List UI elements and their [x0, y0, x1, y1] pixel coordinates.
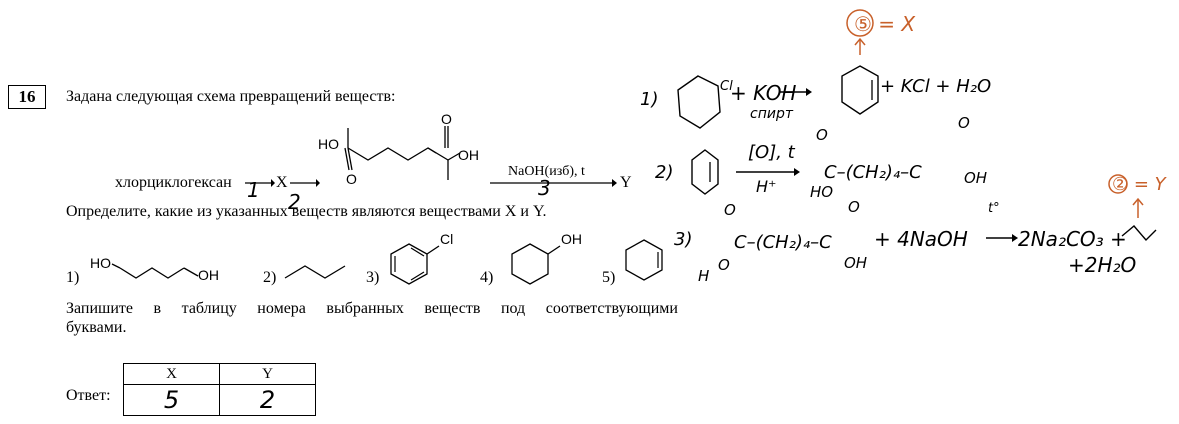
- option-2-num: 2): [263, 269, 277, 286]
- svg-text:O: O: [724, 201, 736, 219]
- answer-y-field[interactable]: 2: [219, 384, 316, 416]
- svg-text:OH: OH: [561, 231, 582, 247]
- hw-r3-products: 2Na₂CO₃ +: [1018, 227, 1127, 251]
- scheme-start: хлорциклогексан: [115, 174, 232, 191]
- scheme-y: Y: [620, 174, 632, 191]
- hw-r1-products: + KCl + H₂O: [880, 76, 991, 97]
- option-4-structure: OH: [511, 231, 582, 285]
- svg-text:OH: OH: [844, 254, 867, 272]
- svg-text:HO: HO: [90, 255, 111, 271]
- hw-r3-reactant: C–(CH₂)₄–C: [734, 232, 832, 253]
- adipic-o1: O: [346, 171, 357, 187]
- scheme-x: X: [276, 174, 288, 191]
- hw-r2-catalyst: H⁺: [756, 177, 776, 196]
- hw-r1-cl: Cl: [720, 79, 733, 94]
- question-text: Определите, какие из указанных веществ я…: [66, 203, 547, 220]
- option-5-structure: [625, 239, 663, 281]
- hw-top-note: ⑤ = X: [854, 12, 916, 36]
- option-2-structure: [284, 265, 346, 279]
- hw-r3-num: 3): [674, 229, 692, 250]
- option-4-num: 4): [480, 269, 494, 286]
- svg-text:H: H: [698, 267, 709, 285]
- hw-r1-reagents: + KOH: [730, 81, 796, 105]
- question-number: 16: [8, 85, 46, 109]
- hw-step-1: 1: [247, 178, 260, 202]
- answer-x-field[interactable]: 5: [123, 384, 220, 416]
- arrow-1: [245, 179, 275, 187]
- answer-table: X Y 5 2: [123, 363, 316, 416]
- arrow-3: [490, 179, 617, 187]
- hw-step-2: 2: [288, 190, 301, 214]
- hw-r1-condition: спирт: [750, 106, 794, 122]
- adipic-oh: OH: [458, 147, 479, 163]
- scheme-reagent: NaOH(изб), t: [508, 164, 585, 179]
- svg-text:HO: HO: [810, 183, 833, 201]
- hw-r3-temp: t°: [988, 201, 1000, 216]
- hw-r3-water: +2H₂O: [1068, 253, 1136, 277]
- option-1-structure: HO OH: [90, 255, 219, 283]
- hw-r3-reagent: + 4NaOH: [874, 227, 968, 251]
- svg-text:O: O: [816, 126, 828, 144]
- hw-right-note: ② = Y: [1112, 174, 1168, 195]
- svg-text:O: O: [958, 114, 970, 132]
- table-header-x: X: [123, 363, 220, 385]
- option-5-num: 5): [602, 269, 616, 286]
- hw-r1-num: 1): [640, 89, 658, 110]
- svg-text:OH: OH: [198, 267, 219, 283]
- hw-r2-num: 2): [655, 162, 673, 183]
- svg-text:OH: OH: [964, 169, 987, 187]
- table-header-y: Y: [219, 363, 316, 385]
- option-3-num: 3): [366, 269, 380, 286]
- option-3-structure: Cl: [390, 231, 453, 285]
- answer-label: Ответ:: [66, 387, 111, 404]
- question-prompt: Задана следующая схема превращений вещес…: [66, 88, 396, 105]
- hw-r2-condition: [O], t: [748, 142, 796, 163]
- instruction-line-2: буквами.: [66, 319, 127, 336]
- svg-text:Cl: Cl: [440, 231, 453, 247]
- hw-r2-product: C–(CH₂)₄–C: [824, 162, 922, 183]
- option-1-num: 1): [66, 269, 80, 286]
- hw-step-3: 3: [538, 176, 551, 200]
- adipic-ho: HO: [318, 136, 339, 152]
- arrow-2: [290, 179, 320, 187]
- svg-text:O: O: [848, 198, 860, 216]
- adipic-o2: O: [441, 111, 452, 127]
- instruction-line-1: Запишите в таблицу номера выбранных веще…: [66, 300, 678, 317]
- svg-text:O: O: [718, 256, 730, 274]
- adipic-acid-structure: HO OH O O: [318, 111, 479, 187]
- handwritten-solution: ⑤ = X 1) Cl + KOH спирт + KCl + H₂O 2) […: [640, 9, 1168, 285]
